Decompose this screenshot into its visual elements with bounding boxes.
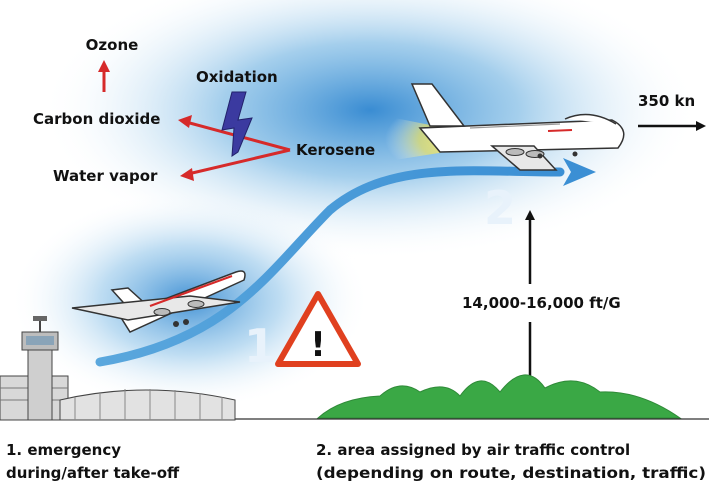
speed-label: 350 kn: [638, 92, 695, 110]
phase-2-caption-line-1: 2. area assigned by air traffic control: [316, 441, 630, 459]
water-arrow: [187, 148, 291, 176]
flight-path-arrowhead: [563, 158, 596, 186]
oxidation-bolt-icon: [221, 91, 253, 157]
ozone-arrow-head: [98, 60, 110, 72]
water-arrow-head: [180, 168, 194, 181]
warning-triangle-icon: [275, 291, 361, 367]
altitude-label: 14,000-16,000 ft/G: [462, 294, 621, 312]
phase-1-marker: 1: [244, 319, 276, 373]
phase-1-caption-line-1: 1. emergency: [6, 441, 121, 459]
climbing-airplane: [71, 270, 246, 333]
kerosene-label: Kerosene: [296, 141, 375, 159]
carbon-dioxide-label: Carbon dioxide: [33, 110, 160, 128]
phase-2-marker: 2: [484, 181, 516, 235]
phase-2-caption-line-2: (depending on route, destination, traffi…: [316, 464, 706, 482]
oxidation-label: Oxidation: [196, 68, 278, 86]
water-vapor-label: Water vapor: [53, 167, 158, 185]
phase-1-caption-line-2: during/after take-off: [6, 464, 180, 482]
airport-icon: [0, 316, 236, 421]
flight-path-curve: [95, 166, 565, 367]
ozone-label: Ozone: [86, 36, 139, 54]
cruising-airplane: [410, 83, 625, 171]
co2-arrow-head: [178, 115, 192, 128]
terrain-hills: [316, 374, 682, 419]
warning-exclamation: !: [310, 325, 326, 365]
